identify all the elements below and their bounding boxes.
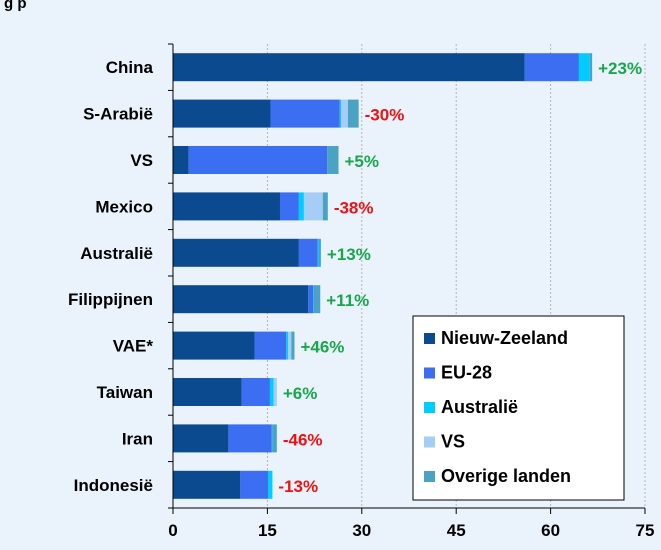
- x-tick-label: 15: [258, 521, 277, 540]
- change-label: -13%: [278, 477, 318, 496]
- legend-swatch: [424, 333, 435, 344]
- bar-segment: [291, 331, 295, 360]
- bar-segment: [228, 424, 272, 453]
- bar-segment: [173, 424, 229, 453]
- category-label: Indonesië: [74, 476, 153, 495]
- bar-segment: [272, 424, 277, 453]
- category-label: Taiwan: [97, 383, 153, 402]
- bar-segment: [298, 238, 318, 267]
- bar-segment: [173, 285, 309, 314]
- bar-segment: [339, 99, 342, 128]
- bar-segment: [524, 53, 579, 82]
- legend-swatch: [424, 367, 435, 379]
- bar-segment: [173, 192, 280, 221]
- bar-segment: [268, 470, 273, 499]
- change-label: +23%: [598, 59, 642, 78]
- bar-segment: [286, 331, 289, 360]
- legend-swatch: [424, 436, 435, 448]
- title-fragment: g p: [4, 0, 27, 12]
- change-label: +5%: [345, 152, 380, 171]
- bar-segment: [240, 470, 269, 499]
- bar-segment: [341, 99, 348, 128]
- bar-segment: [173, 238, 299, 267]
- x-tick-label: 60: [541, 521, 560, 540]
- legend-swatch: [424, 471, 435, 482]
- bar-segment: [308, 285, 314, 314]
- bar-segment: [313, 285, 321, 314]
- bar-segment: [173, 146, 189, 174]
- category-label: Filippijnen: [68, 290, 153, 309]
- bar-segment: [173, 470, 241, 499]
- x-tick-label: 30: [352, 521, 371, 540]
- legend-label: Overige landen: [441, 466, 571, 486]
- label-layer: China +23% S-Arabië -30% VS +5% Mexico -38% Aust…: [68, 58, 642, 496]
- bar-segment: [313, 285, 314, 314]
- category-label: Iran: [122, 429, 153, 448]
- bar-segment: [254, 331, 287, 360]
- axis-layer: 0 15 30 45 60 75: [168, 43, 655, 540]
- bar-segment: [173, 99, 271, 128]
- x-tick-label: 75: [636, 521, 655, 540]
- bar-segment: [317, 238, 320, 267]
- change-label: +13%: [327, 245, 371, 264]
- bar-segment: [270, 99, 340, 128]
- bar-segment: [241, 378, 270, 406]
- bar-segment: [273, 378, 277, 406]
- category-label: VS: [130, 151, 153, 170]
- bar-segment: [347, 99, 359, 128]
- legend-swatch: [424, 402, 435, 413]
- category-label: Mexico: [95, 197, 153, 216]
- bar-segment: [288, 331, 292, 360]
- bar-segment: [327, 146, 339, 174]
- x-tick-label: 0: [168, 521, 177, 540]
- bar-segment: [188, 146, 328, 174]
- change-label: +6%: [283, 384, 318, 403]
- bar-segment: [322, 192, 328, 221]
- bar-segment: [173, 331, 255, 360]
- bar-segment: [173, 53, 525, 82]
- bar-segment: [589, 53, 593, 82]
- bar-segment: [303, 192, 323, 221]
- change-label: +11%: [326, 291, 369, 310]
- bar-segment: [271, 424, 273, 453]
- bar-layer: [173, 53, 593, 499]
- bar-segment: [269, 378, 274, 406]
- category-label: VAE*: [113, 337, 154, 356]
- category-label: Australië: [80, 244, 153, 263]
- legend-box: [412, 315, 625, 501]
- legend-label: VS: [441, 432, 465, 452]
- x-tick-label: 45: [447, 521, 466, 540]
- change-label: -30%: [365, 106, 405, 125]
- bar-segment: [578, 53, 590, 82]
- category-label: S-Arabië: [83, 105, 153, 124]
- legend-label: EU-28: [441, 363, 492, 383]
- change-label: +46%: [300, 338, 344, 357]
- bar-segment: [298, 192, 304, 221]
- bar-segment: [173, 378, 242, 406]
- change-label: -38%: [334, 198, 374, 217]
- legend-label: Australië: [441, 397, 518, 417]
- bar-segment: [279, 192, 299, 221]
- change-label: -46%: [283, 430, 323, 449]
- category-label: China: [106, 58, 154, 77]
- legend-label: Nieuw-Zeeland: [441, 328, 568, 348]
- bar-segment: [319, 238, 321, 267]
